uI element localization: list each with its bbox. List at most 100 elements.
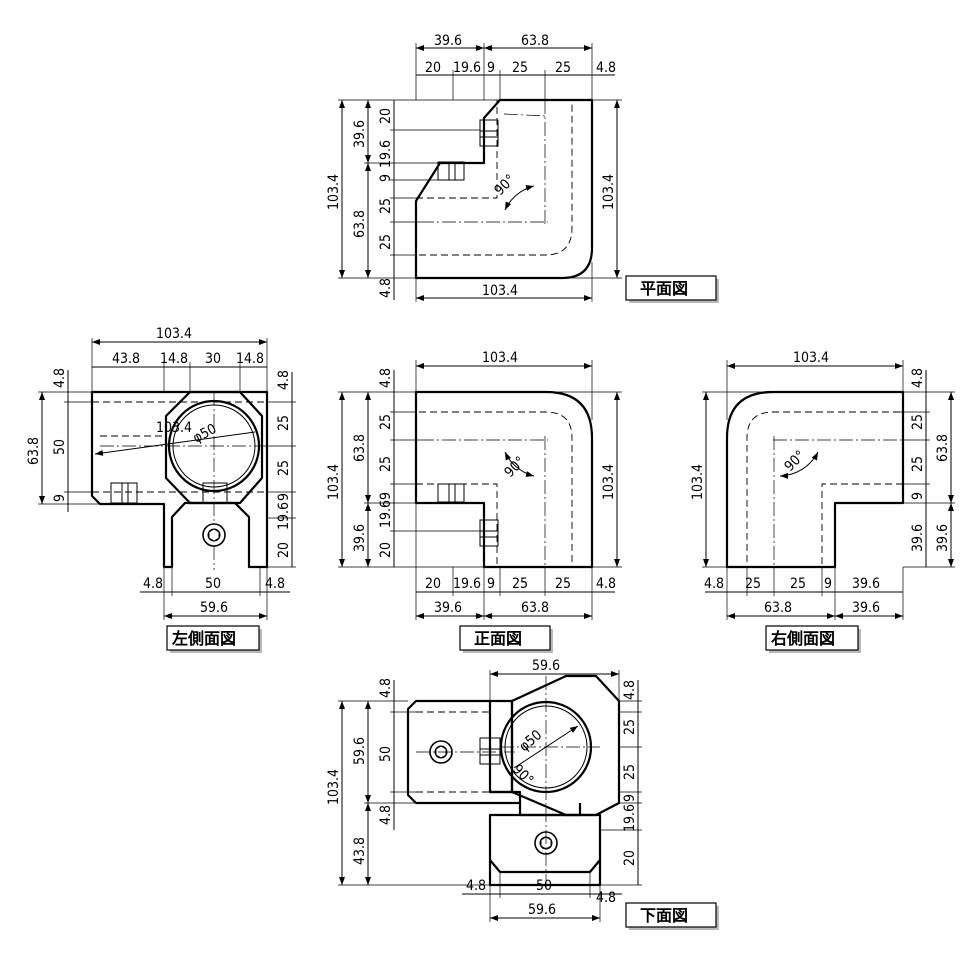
- front-dim: 63.8: [521, 600, 549, 616]
- plan-dim: 103.4: [601, 174, 617, 210]
- front-dim: 9: [378, 492, 394, 500]
- left-dim: 50: [52, 439, 68, 455]
- left-dim: 59.6: [200, 600, 228, 616]
- left-dim: 25: [276, 460, 292, 476]
- right-dim: 25: [745, 576, 761, 592]
- plan-dim: 20: [378, 108, 394, 124]
- bottom-view-title: 下面図: [640, 906, 688, 925]
- plan-dim: 25: [378, 234, 394, 250]
- plan-dim: 25: [512, 60, 528, 76]
- left-dim: 9: [276, 493, 292, 501]
- left-dim: 30: [205, 351, 221, 367]
- bottom-dim: 59.6: [528, 902, 556, 918]
- left-dim: 4.8: [143, 576, 163, 592]
- left-dim: 4.8: [276, 370, 292, 390]
- right-dim: 103.4: [793, 350, 829, 366]
- right-dim: 9: [910, 492, 926, 500]
- bottom-dim: 4.8: [378, 678, 394, 698]
- front-dim: 103.4: [326, 464, 342, 500]
- front-angle-label: 90°: [502, 454, 529, 481]
- right-dim: 25: [790, 576, 806, 592]
- front-dim: 9: [487, 576, 495, 592]
- front-dim: 63.8: [352, 434, 368, 462]
- right-dim: 25: [910, 456, 926, 472]
- bottom-dim: 19.6: [622, 804, 638, 832]
- right-dim: 103.4: [690, 464, 706, 500]
- bottom-dim: 25: [622, 764, 638, 780]
- left-dim: 19.6: [276, 502, 292, 530]
- bottom-view: φ50 90° 59.6 4.8 25 25 9 19.6 20 4.8 59.…: [326, 658, 719, 930]
- front-dim: 39.6: [352, 524, 368, 552]
- plan-dim: 4.8: [596, 60, 616, 76]
- plan-dim: 39.6: [352, 120, 368, 148]
- plan-dim: 4.8: [378, 278, 394, 298]
- right-dim: 9: [824, 576, 832, 592]
- right-angle-label: 90°: [782, 448, 809, 475]
- left-dim: φ50: [190, 421, 219, 447]
- plan-view: 90° 39.6 63.8 20 19.6 9 25 25 4.8 103.4 …: [326, 33, 719, 303]
- bottom-dim: 50: [536, 878, 552, 894]
- front-dim: 25: [378, 414, 394, 430]
- left-dim: 4.8: [52, 368, 68, 388]
- right-side-view: 90° 103.4 4.8 25 25 9 39.6 63.8 39.6 103…: [690, 350, 955, 653]
- left-dim: 50: [205, 576, 221, 592]
- left-side-view: 103.4 φ50 103.4 43.8 14.8 30 14.8 4.8 63…: [26, 326, 296, 653]
- front-view: 90° 103.4 4.8 103.4 63.8 25 25 9 39.6 19…: [326, 350, 622, 653]
- right-dim: 39.6: [935, 524, 951, 552]
- bottom-dim: 43.8: [352, 837, 368, 865]
- front-dim: 19.6: [378, 500, 394, 528]
- bottom-dim: 4.8: [378, 805, 394, 825]
- left-dim: 4.8: [265, 576, 285, 592]
- left-outline: [90, 390, 269, 569]
- front-dim: 25: [555, 576, 571, 592]
- plan-dim: 63.8: [352, 210, 368, 238]
- right-dim: 4.8: [704, 576, 724, 592]
- bottom-dim: 20: [622, 850, 638, 866]
- left-dim: 14.8: [236, 351, 264, 367]
- front-view-title: 正面図: [474, 629, 522, 648]
- front-dim: 39.6: [434, 600, 462, 616]
- front-dim: 20: [378, 542, 394, 558]
- plan-dim: 25: [378, 198, 394, 214]
- bottom-dim: 59.6: [352, 737, 368, 765]
- front-dim: 19.6: [453, 576, 481, 592]
- right-dim: 39.6: [852, 576, 880, 592]
- left-dim: 14.8: [160, 351, 188, 367]
- right-dim: 39.6: [852, 600, 880, 616]
- plan-dim: 19.6: [453, 60, 481, 76]
- front-dim: 25: [512, 576, 528, 592]
- bottom-dim: 4.8: [622, 680, 638, 700]
- right-dim: 63.8: [935, 434, 951, 462]
- plan-dim: 63.8: [521, 33, 549, 49]
- front-dim: 103.4: [601, 464, 617, 500]
- bottom-dim: 4.8: [596, 890, 616, 906]
- plan-dim: 25: [555, 60, 571, 76]
- front-dim: 20: [425, 576, 441, 592]
- plan-angle-label: 90°: [492, 172, 519, 199]
- left-dim: 103.4: [156, 420, 192, 436]
- front-dim: 103.4: [482, 350, 518, 366]
- right-dim: 25: [910, 414, 926, 430]
- bottom-dim: 4.8: [466, 878, 486, 894]
- plan-dim: 19.6: [378, 140, 394, 168]
- left-dim: 9: [52, 494, 68, 502]
- bottom-dim: 59.6: [532, 658, 560, 674]
- plan-view-title: 平面図: [640, 279, 688, 298]
- left-view-title: 左側面図: [171, 629, 236, 648]
- left-dim: 20: [276, 542, 292, 558]
- bottom-dim: 9: [622, 794, 638, 802]
- front-dim: 25: [378, 456, 394, 472]
- left-dim: 103.4: [156, 326, 192, 342]
- left-dim: 63.8: [26, 437, 42, 465]
- plan-dim: 103.4: [482, 283, 518, 299]
- left-dim: 25: [276, 415, 292, 431]
- bottom-dim: 103.4: [326, 769, 342, 805]
- plan-dim: 9: [378, 174, 394, 182]
- right-dim: 39.6: [910, 524, 926, 552]
- bottom-dim: 25: [622, 719, 638, 735]
- plan-dim: 20: [425, 60, 441, 76]
- left-dim: 43.8: [112, 351, 140, 367]
- right-dim: 63.8: [764, 600, 792, 616]
- right-dim: 4.8: [910, 368, 926, 388]
